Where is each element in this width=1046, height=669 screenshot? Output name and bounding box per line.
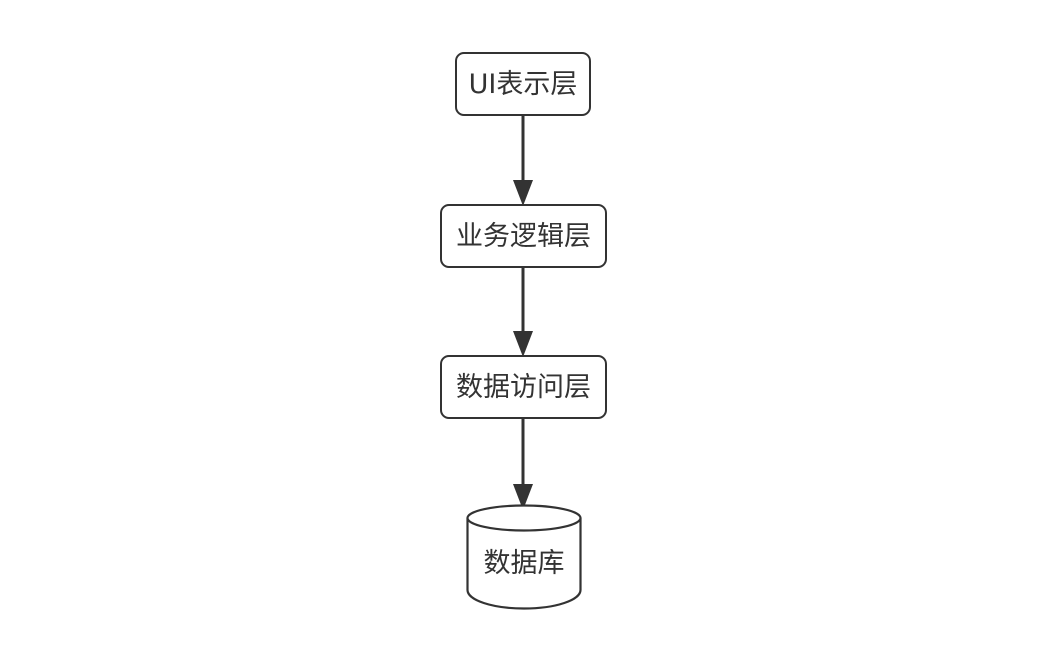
edge-data-to-database [513,417,533,510]
node-business-logic-layer[interactable]: 业务逻辑层 [440,204,607,268]
node-ui-layer[interactable]: UI表示层 [455,52,591,116]
database-cylinder-icon [466,504,582,610]
node-business-logic-layer-label: 业务逻辑层 [456,220,591,252]
edge-ui-to-business [513,114,533,206]
node-data-access-layer-label: 数据访问层 [456,371,591,403]
edge-business-to-data [513,266,533,357]
node-database[interactable]: 数据库 [466,504,582,610]
node-ui-layer-label: UI表示层 [468,68,578,100]
node-data-access-layer[interactable]: 数据访问层 [440,355,607,419]
